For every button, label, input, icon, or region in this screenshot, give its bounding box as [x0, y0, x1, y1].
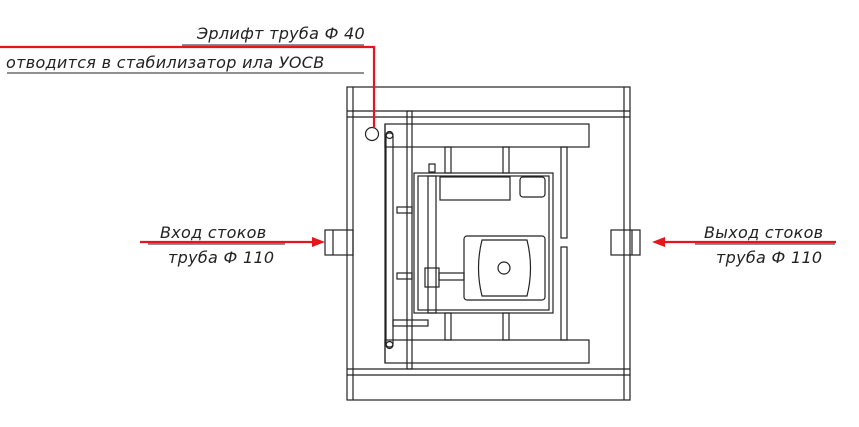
airlift-outlet-circle [364, 126, 380, 142]
outlet-leader-arrow [652, 237, 836, 247]
outlet-pipe-stub [610, 229, 641, 256]
outlet-label-line1: Выход стоков [704, 223, 824, 242]
airlift-leader-line [0, 44, 376, 128]
pump [463, 235, 546, 301]
airlift-label-line1: Эрлифт труба Ф 40 [196, 24, 365, 43]
inlet-label-line2: труба Ф 110 [168, 248, 275, 267]
airlift-label-line2: отводится в стабилизатор ила УОСВ [6, 53, 325, 72]
inlet-pipe-stub [324, 229, 354, 256]
airlift-pipe [424, 163, 465, 314]
tank-outer-frame [346, 86, 631, 401]
inlet-label-line1: Вход стоков [160, 223, 267, 242]
inner-chamber [413, 172, 554, 314]
inlet-leader-arrow [140, 237, 325, 247]
inner-frame [384, 110, 590, 370]
outlet-label-line2: труба Ф 110 [716, 248, 823, 267]
